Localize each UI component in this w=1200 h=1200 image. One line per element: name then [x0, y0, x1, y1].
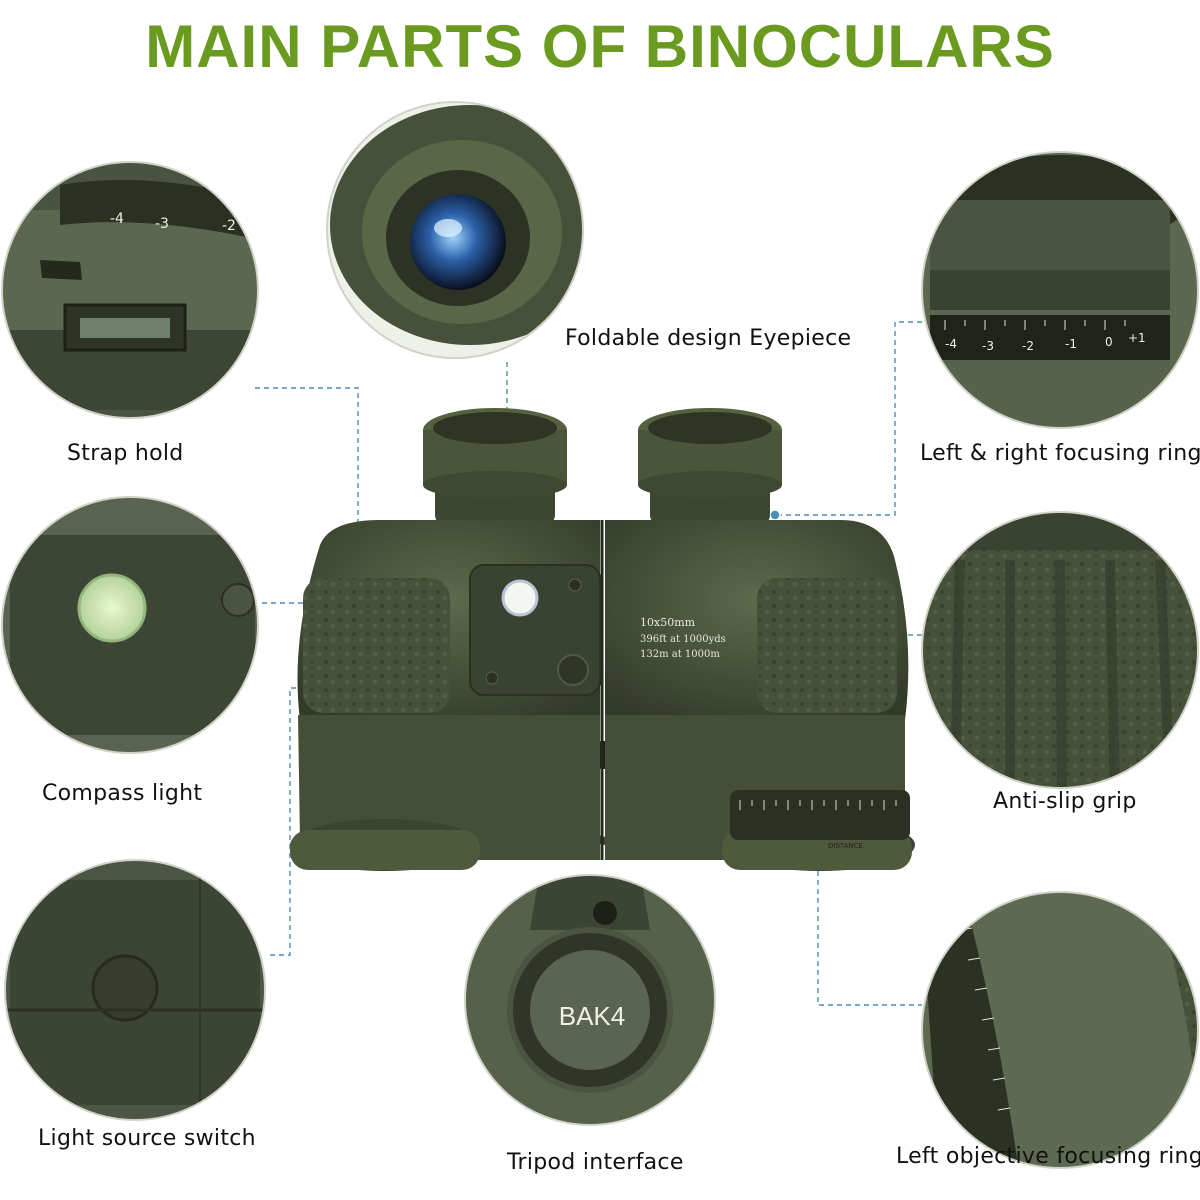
tripod-photo — [465, 875, 715, 1125]
switch-photo-border — [4, 859, 266, 1121]
focus-ring-photo-border — [921, 151, 1199, 429]
tripod-photo-border — [464, 874, 716, 1126]
ring-scale-3: -2 — [1022, 339, 1034, 353]
ring-scale-4: -1 — [1065, 337, 1077, 351]
page-title: MAIN PARTS OF BINOCULARS — [145, 13, 1055, 80]
label-tripod-interface: Tripod interface — [507, 1150, 684, 1175]
eyepiece-left — [423, 408, 567, 525]
label-compass-light: Compass light — [42, 781, 203, 806]
ring-scale-5: 0 — [1105, 335, 1113, 349]
compass-light-photo — [2, 497, 258, 753]
objective-ring-photo-border — [921, 891, 1199, 1169]
label-focusing-rings: Left & right focusing rings — [920, 441, 1200, 466]
eyepiece-photo-border — [326, 101, 584, 359]
binoculars-main: DISTANCE 10x50mm 396ft at 1000yds 132m a… — [290, 408, 915, 871]
spec-line-2: 396ft at 1000yds — [640, 634, 726, 645]
objective-focus-ring — [730, 790, 910, 840]
focus-ring-photo — [922, 152, 1198, 428]
eyepiece-photo — [327, 102, 583, 358]
eyepiece-right — [638, 408, 782, 525]
label-strap-hold: Strap hold — [67, 441, 184, 466]
strap-scale-2: -3 — [155, 216, 169, 232]
ring-scale-2: -3 — [982, 339, 994, 353]
grip-right — [757, 578, 897, 713]
strap-scale-3: -2 — [222, 218, 236, 234]
distance-text: DISTANCE — [828, 842, 863, 850]
grip-photo-border — [921, 511, 1199, 789]
switch-photo — [5, 860, 265, 1120]
objective-ring-photo — [922, 892, 1198, 1168]
strap-photo-border — [1, 161, 259, 419]
spec-line-1: 10x50mm — [640, 616, 696, 629]
label-anti-slip-grip: Anti-slip grip — [993, 789, 1137, 814]
ring-scale-1: -4 — [945, 337, 957, 351]
compass-light-photo-border — [1, 496, 259, 754]
label-objective-focusing-ring: Left objective focusing ring — [896, 1144, 1200, 1169]
spec-line-3: 132m at 1000m — [640, 649, 720, 660]
ring-scale-6: +1 — [1128, 331, 1146, 345]
bak4-text: BAK4 — [559, 1001, 626, 1031]
label-eyepiece: Foldable design Eyepiece — [565, 326, 852, 351]
strap-scale-1: -4 — [110, 211, 124, 227]
label-light-source-switch: Light source switch — [38, 1126, 256, 1151]
grip-left — [303, 578, 450, 713]
